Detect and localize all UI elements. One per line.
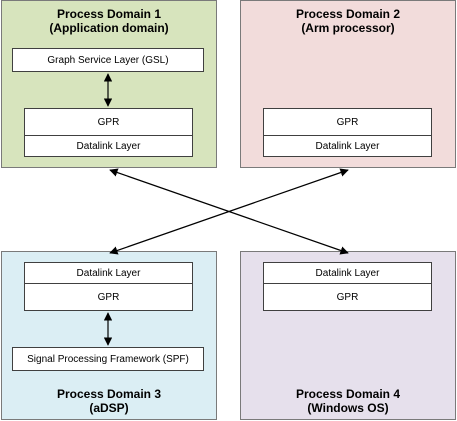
domain-3-heading: Process Domain 3 (aDSP) bbox=[2, 387, 216, 415]
domain-2-heading: Process Domain 2 (Arm processor) bbox=[241, 7, 455, 35]
domain-4-subtitle: (Windows OS) bbox=[307, 401, 389, 415]
domain-3-datalink-box: Datalink Layer bbox=[24, 262, 193, 284]
domain-2-title: Process Domain 2 bbox=[295, 7, 401, 21]
domain-4-title: Process Domain 4 bbox=[295, 387, 401, 401]
domain-3-title: Process Domain 3 bbox=[56, 387, 162, 401]
domain-2-subtitle: (Arm processor) bbox=[301, 21, 395, 35]
domain-2-gpr-box: GPR bbox=[263, 108, 432, 136]
spf-box: Signal Processing Framework (SPF) bbox=[12, 347, 204, 371]
domain-1-subtitle: (Application domain) bbox=[49, 21, 169, 35]
domain-2-datalink-box: Datalink Layer bbox=[263, 135, 432, 157]
domain-4-gpr-box: GPR bbox=[263, 283, 432, 311]
gsl-box: Graph Service Layer (GSL) bbox=[12, 48, 204, 72]
domain-3-subtitle: (aDSP) bbox=[89, 401, 129, 415]
domain1-domain4-arrow bbox=[109, 168, 349, 255]
domain-1-heading: Process Domain 1 (Application domain) bbox=[2, 7, 216, 35]
domain2-domain3-arrow bbox=[109, 168, 349, 255]
domain-1-datalink-box: Datalink Layer bbox=[24, 135, 193, 157]
domain-1-gpr-box: GPR bbox=[24, 108, 193, 136]
domain-1-title: Process Domain 1 bbox=[56, 7, 162, 21]
domain-3-gpr-box: GPR bbox=[24, 283, 193, 311]
domain-4-datalink-box: Datalink Layer bbox=[263, 262, 432, 284]
domain-4-heading: Process Domain 4 (Windows OS) bbox=[241, 387, 455, 415]
